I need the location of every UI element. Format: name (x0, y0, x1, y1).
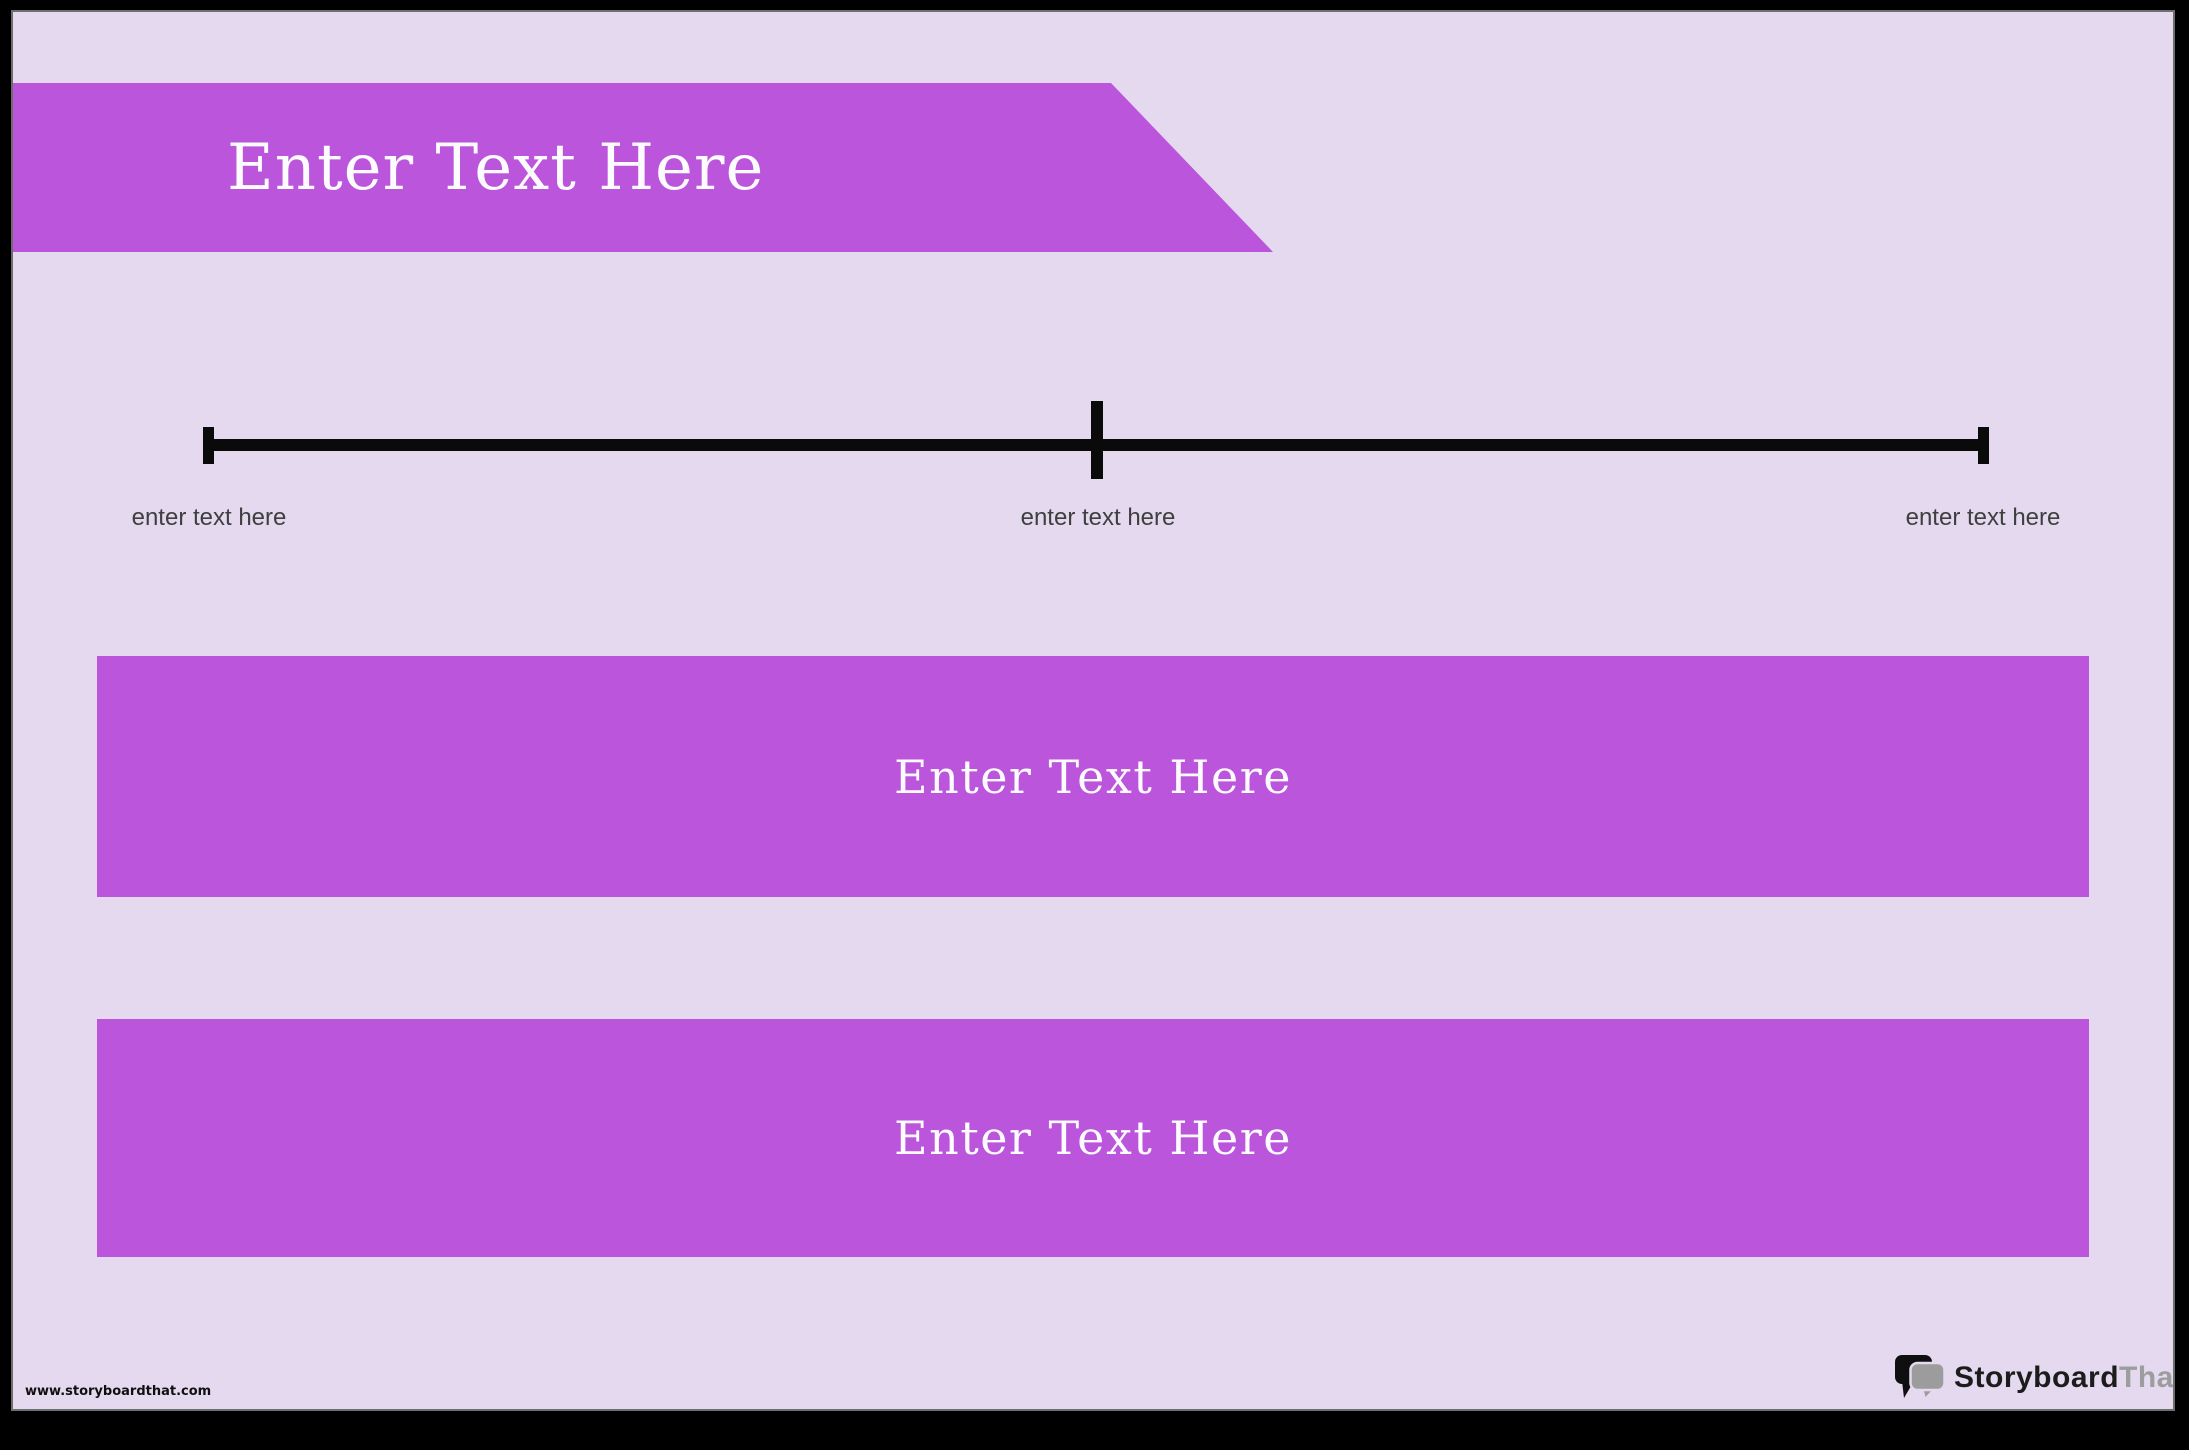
storyboardthat-logo: StoryboardThat (1895, 1354, 2173, 1402)
poster-content-area: Enter Text Here enter text here enter te… (13, 12, 2173, 1409)
section-1-placeholder[interactable]: Enter Text Here (894, 749, 1292, 804)
section-bar-1[interactable]: Enter Text Here (97, 656, 2089, 897)
timeline-label-start[interactable]: enter text here (131, 504, 287, 531)
timeline-label-middle[interactable]: enter text here (1020, 504, 1176, 531)
timeline: enter text here enter text here enter te… (13, 12, 2173, 1409)
website-url: www.storyboardthat.com (25, 1384, 212, 1399)
timeline-tick-start (203, 427, 214, 464)
timeline-tick-middle (1091, 401, 1103, 479)
speech-bubbles-icon (1895, 1355, 1946, 1401)
logo-text-storyboard: Storyboard (1954, 1361, 2120, 1394)
logo-text-that: That (2119, 1361, 2173, 1394)
title-banner-ribbon[interactable]: Enter Text Here (13, 83, 1273, 252)
section-bar-2[interactable]: Enter Text Here (97, 1019, 2089, 1257)
banner-title-placeholder[interactable]: Enter Text Here (227, 130, 765, 205)
timeline-label-end[interactable]: enter text here (1905, 504, 2061, 531)
section-2-placeholder[interactable]: Enter Text Here (894, 1111, 1292, 1165)
timeline-tick-end (1978, 427, 1989, 464)
logo-wordmark: StoryboardThat (1954, 1361, 2173, 1395)
